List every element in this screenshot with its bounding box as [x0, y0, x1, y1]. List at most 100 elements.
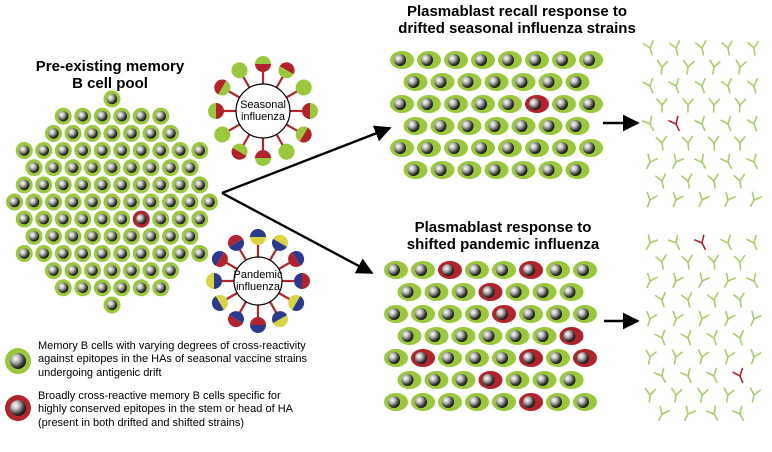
memory-b-cell — [113, 279, 131, 297]
memory-b-cell — [546, 393, 570, 411]
antibody-icon — [697, 387, 709, 403]
memory-b-cell — [403, 73, 428, 91]
memory-b-cell — [559, 371, 584, 389]
memory-b-cell — [457, 73, 482, 91]
broadly-reactive-b-cell — [525, 95, 549, 113]
antibody-icon — [641, 115, 655, 131]
memory-b-cell — [457, 117, 482, 135]
memory-b-cell — [525, 51, 549, 69]
memory-b-cell — [181, 159, 199, 177]
memory-b-cell — [93, 176, 111, 194]
memory-b-cell — [35, 210, 53, 228]
antibody-icon — [683, 405, 697, 421]
memory-b-cell — [123, 193, 140, 211]
antibody-icon — [724, 310, 736, 327]
memory-b-cell — [430, 73, 455, 91]
antibody-icon — [705, 405, 719, 421]
memory-b-cell — [152, 176, 170, 194]
antibody-icon — [721, 40, 733, 56]
memory-b-cell — [152, 210, 170, 228]
ha-spike-icon — [294, 273, 310, 289]
memory-b-cell — [64, 193, 82, 211]
memory-b-cell — [438, 305, 462, 323]
antibody-icon — [645, 349, 657, 365]
memory-b-cell — [35, 176, 53, 194]
memory-b-cell — [45, 193, 62, 211]
memory-b-cell — [451, 371, 476, 389]
broadly-reactive-b-cell — [519, 349, 543, 367]
pandemic-influenza-label: Pandemic influenza — [233, 269, 283, 293]
memory-b-cell — [132, 107, 150, 125]
memory-b-cell — [45, 227, 62, 245]
memory-b-cell — [384, 305, 408, 323]
legend-broadly-reactive-text: Broadly cross-reactive memory B cells sp… — [38, 390, 293, 429]
memory-b-cell — [451, 283, 476, 301]
broadly-reactive-b-cell — [478, 283, 503, 301]
memory-b-cell — [123, 159, 140, 177]
memory-b-cell — [64, 227, 82, 245]
memory-b-cell — [538, 73, 563, 91]
ha-spike-icon — [211, 295, 228, 311]
ha-spike-icon — [231, 62, 248, 79]
antibody-icon — [671, 153, 685, 169]
antibody-icon — [654, 329, 666, 346]
antibody-icon — [745, 272, 759, 288]
memory-b-cell — [103, 227, 121, 245]
ha-spike-icon — [302, 103, 318, 119]
memory-b-cell — [113, 210, 131, 228]
antibody-icon — [731, 405, 745, 421]
memory-b-cell — [465, 305, 489, 323]
memory-b-cell — [35, 142, 53, 160]
antibody-icon — [668, 77, 680, 94]
antibody-icon — [750, 310, 762, 327]
antibody-icon — [733, 254, 746, 270]
memory-b-cell — [444, 51, 468, 69]
pool-title: Pre-existing memory B cell pool — [35, 58, 185, 92]
memory-b-cell — [132, 176, 150, 194]
memory-b-cell — [484, 161, 509, 179]
antibody-icon — [720, 115, 732, 132]
antibody-icon — [694, 115, 706, 132]
branch-arrows — [221, 114, 640, 330]
antibody-icon — [746, 153, 758, 170]
ha-spike-icon — [208, 103, 224, 119]
memory-b-cell — [519, 305, 543, 323]
ha-spike-icon — [288, 295, 305, 311]
antibody-icon — [681, 173, 693, 189]
memory-b-cell — [579, 139, 603, 157]
antibody-icon — [723, 387, 735, 403]
broadly-reactive-b-cell — [519, 261, 543, 279]
memory-b-cell — [430, 161, 455, 179]
memory-b-cell — [411, 393, 435, 411]
memory-b-cell — [84, 159, 101, 177]
ha-spike-icon — [295, 126, 312, 143]
memory-b-cell — [417, 51, 441, 69]
antibody-icon — [706, 329, 718, 346]
broadly-reactive-b-cell — [519, 393, 543, 411]
memory-b-cell — [498, 95, 522, 113]
antibody-icon — [707, 292, 719, 308]
memory-b-cell — [559, 283, 584, 301]
memory-b-cell — [74, 176, 92, 194]
memory-b-cell — [74, 279, 92, 297]
memory-b-cell — [411, 261, 435, 279]
memory-b-cell — [444, 139, 468, 157]
memory-b-cell — [465, 349, 489, 367]
antibody-icon — [672, 191, 684, 208]
antibody-icon — [708, 97, 721, 113]
ha-spike-icon — [214, 79, 231, 96]
antibody-icon — [680, 292, 693, 308]
memory-b-cell — [181, 193, 199, 211]
memory-b-cell — [552, 139, 576, 157]
memory-b-cell — [25, 193, 43, 211]
memory-b-cell — [171, 244, 189, 262]
memory-b-cell — [181, 227, 199, 245]
memory-b-cell — [54, 210, 72, 228]
memory-b-cell — [103, 193, 121, 211]
seasonal-antibody-field — [641, 40, 763, 208]
antibody-icon — [655, 254, 667, 270]
seasonal-plasmablast-cluster — [390, 51, 603, 179]
antibody-icon — [734, 97, 747, 113]
pandemic-response-title: Plasmablast response to shifted pandemic… — [406, 219, 600, 253]
